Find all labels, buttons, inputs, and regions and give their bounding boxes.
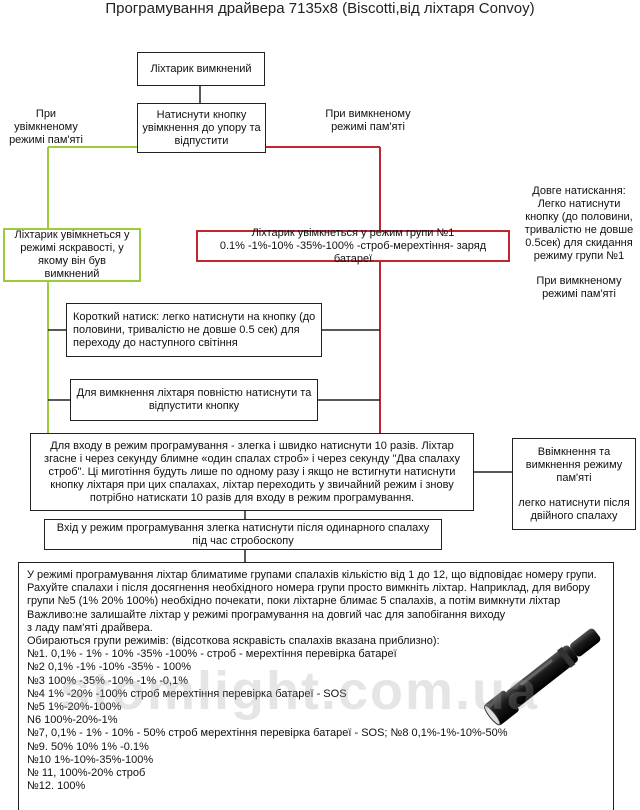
page-title: Програмування драйвера 7135х8 (Biscotti,…: [105, 0, 535, 17]
prog-line: №9. 50% 10% 1% -0.1%: [27, 740, 149, 753]
long-press-hint-text: Довге натискання: Легко натиснути кнопку…: [524, 185, 634, 262]
long-press-hint: Довге натискання: Легко натиснути кнопку…: [523, 185, 635, 301]
prog-line: Важливо:не залишайте ліхтар у режимі про…: [27, 608, 506, 621]
prog-line: №5 1%-20%-100%: [27, 701, 122, 714]
prog-line: № 11, 100%-20% строб: [27, 767, 146, 780]
node-flashlight-off: Ліхтарик вимкнений: [137, 52, 265, 86]
memory-toggle-action: легко натиснути після двійного спалаху: [518, 496, 630, 522]
node-memory-state: Ліхтарик увімкнеться у режимі яскравості…: [3, 228, 141, 282]
long-press-hint-memory: При вимкненому режимі пам'яті: [536, 275, 622, 300]
prog-line: №10 1%-10%-35%-100%: [27, 753, 154, 766]
node-enter-prog-strobe: Вхід у режим програмування злегка натисн…: [44, 519, 442, 550]
node-turn-off: Для вимкнення ліхтаря повністю натиснути…: [70, 379, 318, 421]
prog-line: N6 100%-20%-1%: [27, 714, 118, 727]
node-press-button: Натиснути кнопку увімкнення до упору та …: [137, 103, 266, 153]
prog-line: Рахуйте спалахи і після досягнення необх…: [27, 582, 590, 595]
edge-label-memory-off: При вимкненому режимі пам'яті: [325, 108, 411, 133]
node-short-press: Короткий натиск: легко натиснути на кноп…: [66, 303, 322, 357]
prog-line: групи №5 (1% 20% 100%) необхідно почекат…: [27, 595, 561, 608]
programming-instructions: У режимі програмування ліхтар блиматиме …: [18, 562, 614, 810]
prog-line: з ладу пам'яті драйвера.: [27, 621, 153, 634]
group1-state-modes: 0.1% -1%-10% -35%-100% -строб-мерехтіння…: [219, 239, 487, 265]
flashlight-image: [483, 628, 601, 726]
node-memory-toggle: Ввімкнення та вимкнення режиму пам'яті л…: [512, 438, 636, 530]
edge-label-memory-on: При увімкненому режимі пам'яті: [9, 108, 83, 146]
prog-line: №12. 100%: [27, 780, 86, 793]
prog-line: Обирaються групи режимів: (відсоткова яс…: [27, 635, 440, 648]
memory-toggle-title: Ввімкнення та вимкнення режиму пам'яті: [525, 445, 623, 484]
watermark: stomlight.com.ua: [60, 661, 540, 721]
node-group1-state: Ліхтарик увімкнеться у режим групи №1 0.…: [196, 226, 510, 265]
group1-state-title: Ліхтарик увімкнеться у режим групи №1: [251, 226, 455, 239]
prog-line: №1. 0,1% - 1% - 10% -35% -100% - строб -…: [27, 648, 397, 661]
node-enter-programming: Для входу в режим програмування - злегка…: [30, 433, 474, 511]
prog-line: У режимі програмування ліхтар блиматиме …: [27, 569, 597, 581]
prog-line: №2 0,1% -1% -10% -35% - 100%: [27, 661, 192, 674]
prog-line: №3 100% -35% -10% -1% -0,1%: [27, 674, 188, 687]
prog-line: №4 1% -20% -100% строб мерехтіння переві…: [27, 687, 347, 700]
prog-line: №7, 0,1% - 1% - 10% - 50% строб мерехтін…: [27, 727, 508, 740]
